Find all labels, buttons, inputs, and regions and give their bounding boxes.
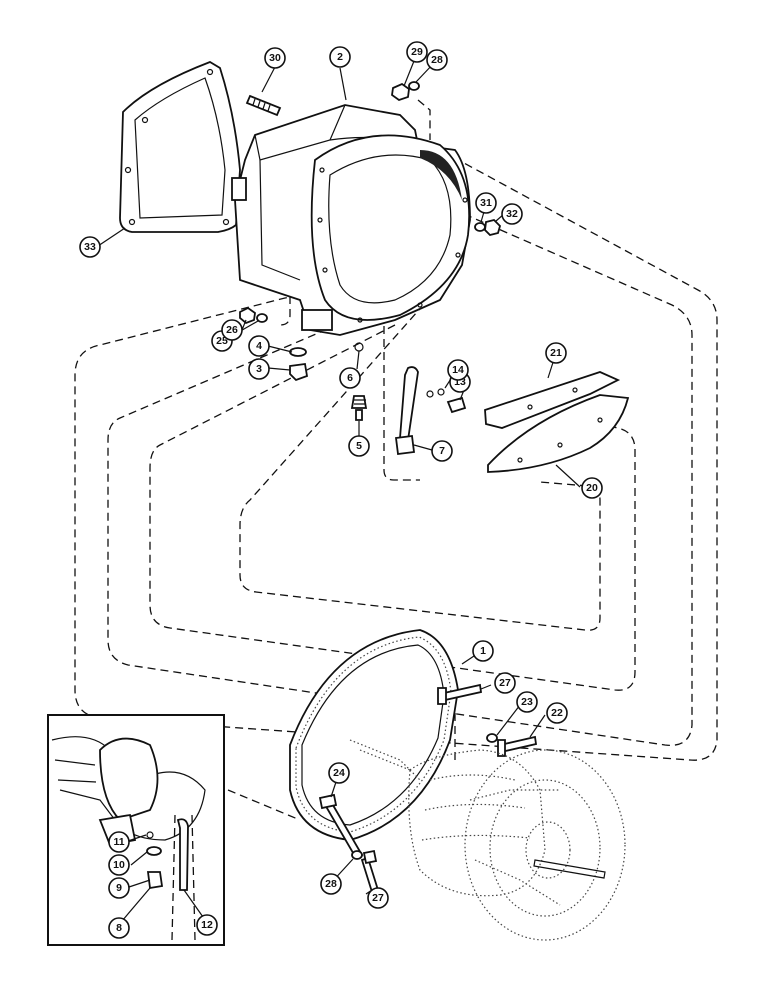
bolt-part-24: [318, 793, 364, 860]
svg-text:13: 13: [454, 376, 466, 388]
small-parts-13-14: [426, 388, 467, 414]
svg-text:33: 33: [84, 241, 96, 253]
callout-1: 1: [472, 640, 494, 662]
dipstick-tube-part-7: [394, 366, 419, 456]
callout-9: 9: [108, 877, 130, 899]
callout-27-bottom: 27: [367, 887, 389, 909]
svg-text:27: 27: [372, 892, 384, 904]
callout-labels: 1 2 3 4 5 6 7 8 9 10 11 12 13 14 20 21 2…: [79, 41, 603, 939]
gasket-plate-part-33: [119, 61, 241, 233]
svg-text:22: 22: [551, 707, 563, 719]
callout-26: 26: [221, 319, 243, 341]
callout-3: 3: [248, 358, 270, 380]
callout-8: 8: [108, 917, 130, 939]
svg-text:3: 3: [256, 363, 262, 375]
svg-text:30: 30: [269, 52, 281, 64]
callout-27-top: 27: [494, 672, 516, 694]
callout-4: 4: [248, 335, 270, 357]
svg-text:1: 1: [480, 645, 486, 657]
callout-32: 32: [501, 203, 523, 225]
svg-text:28: 28: [325, 878, 337, 890]
callout-5: 5: [348, 435, 370, 457]
svg-text:20: 20: [586, 482, 598, 494]
nut-washer-parts-28-29: [391, 81, 420, 101]
callout-24: 24: [328, 762, 350, 784]
callout-2: 2: [329, 46, 351, 68]
nut-washer-parts-25-26: [239, 306, 268, 325]
washer-bolt-bottom-27-28: [351, 849, 380, 894]
svg-text:25: 25: [216, 335, 228, 347]
cover-strip-part-21: [484, 371, 621, 429]
callout-28-bottom: 28: [320, 873, 342, 895]
svg-text:31: 31: [480, 197, 492, 209]
svg-text:12: 12: [201, 919, 213, 931]
callout-28-top: 28: [426, 49, 448, 71]
svg-text:23: 23: [521, 696, 533, 708]
callout-7: 7: [431, 440, 453, 462]
callout-21: 21: [545, 342, 567, 364]
callout-29: 29: [406, 41, 428, 63]
fitting-part-5: [350, 395, 368, 421]
svg-text:26: 26: [226, 324, 238, 336]
plug-oring-parts-3-4-6: [289, 342, 364, 382]
svg-text:14: 14: [452, 364, 464, 376]
svg-text:32: 32: [506, 208, 518, 220]
callout-23: 23: [516, 691, 538, 713]
transmission-assembly: [349, 739, 626, 941]
svg-text:8: 8: [116, 922, 122, 934]
svg-text:7: 7: [439, 445, 445, 457]
svg-text:4: 4: [256, 340, 262, 352]
svg-text:10: 10: [113, 859, 125, 871]
housing-gasket-part-1: [289, 629, 459, 841]
callout-31: 31: [475, 192, 497, 214]
bolts-washers-22-23-27: [437, 683, 538, 757]
svg-text:2: 2: [337, 51, 343, 63]
nut-washer-parts-31-32: [474, 219, 502, 236]
svg-text:29: 29: [411, 46, 423, 58]
stud-part-30: [245, 94, 282, 117]
svg-text:27: 27: [499, 677, 511, 689]
callout-22: 22: [546, 702, 568, 724]
svg-text:6: 6: [347, 372, 353, 384]
svg-text:24: 24: [333, 767, 345, 779]
svg-text:5: 5: [356, 440, 362, 452]
callout-14: 14: [447, 359, 469, 381]
bell-housing-part-2: [231, 104, 471, 336]
svg-text:21: 21: [550, 347, 562, 359]
callout-12: 12: [196, 914, 218, 936]
callout-30: 30: [264, 47, 286, 69]
svg-text:9: 9: [116, 882, 122, 894]
callout-6: 6: [339, 367, 361, 389]
detail-inset: [47, 714, 225, 946]
svg-text:28: 28: [431, 54, 443, 66]
cover-plate-part-20: [487, 394, 630, 473]
svg-text:11: 11: [113, 836, 124, 848]
callout-10: 10: [108, 854, 130, 876]
callout-33: 33: [79, 236, 101, 258]
callout-11: 11: [108, 831, 130, 853]
callout-20: 20: [581, 477, 603, 499]
